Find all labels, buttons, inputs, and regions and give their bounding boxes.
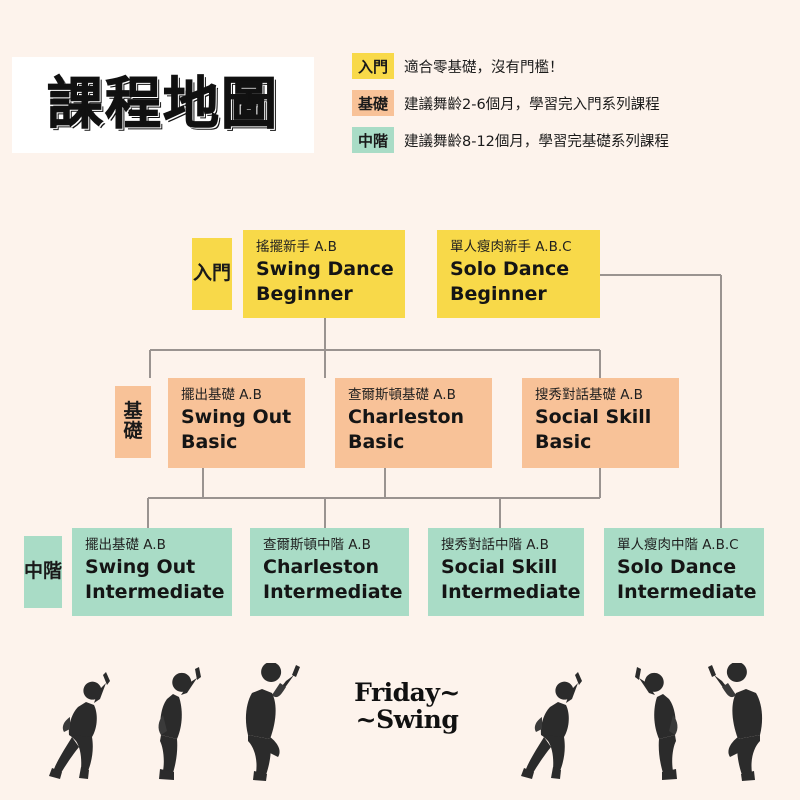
course-box-swing-dance-beginner[interactable]: 搖擺新手 A.B Swing Dance Beginner <box>243 230 405 318</box>
dancer-silhouette-side <box>158 667 201 780</box>
course-en-line1: Social Skill <box>441 555 558 578</box>
course-en-line2: Intermediate <box>441 580 581 603</box>
course-en-line2: Beginner <box>450 282 547 305</box>
legend-item-entry: 入門 適合零基礎，沒有門檻！ <box>352 50 772 82</box>
legend-item-intermediate: 中階 建議舞齡8-12個月，學習完基礎系列課程 <box>352 124 772 156</box>
course-en-line2: Basic <box>535 430 592 453</box>
dancer-silhouette-leg-up <box>245 663 300 781</box>
tier-label-intermediate: 中階 <box>24 536 62 608</box>
course-zh-label: 單人瘦肉新手 A.B.C <box>450 239 572 255</box>
tier-label-entry: 入門 <box>192 238 232 310</box>
course-box-swing-out-intermediate[interactable]: 擺出基礎 A.B Swing Out Intermediate <box>72 528 232 616</box>
course-box-social-skill-intermediate[interactable]: 搜秀對話中階 A.B Social Skill Intermediate <box>428 528 584 616</box>
course-en-line2: Beginner <box>256 282 353 305</box>
course-en-line1: Solo Dance <box>450 257 570 280</box>
course-zh-label: 擺出基礎 A.B <box>85 537 166 553</box>
legend-chip-entry: 入門 <box>352 53 394 79</box>
course-box-social-skill-basic[interactable]: 搜秀對話基礎 A.B Social Skill Basic <box>522 378 679 468</box>
course-zh-label: 查爾斯頓基礎 A.B <box>348 387 456 403</box>
course-en-line1: Social Skill <box>535 405 652 428</box>
legend-desc-intermediate: 建議舞齡8-12個月，學習完基礎系列課程 <box>404 133 669 150</box>
course-en-line1: Charleston <box>263 555 380 578</box>
course-en-line1: Swing Out <box>181 405 292 428</box>
legend-desc-entry: 適合零基礎，沒有門檻！ <box>404 59 564 76</box>
course-en-line1: Swing Out <box>85 555 196 578</box>
page-title: 課程地圖 <box>47 72 279 137</box>
course-zh-label: 擺出基礎 A.B <box>181 387 262 403</box>
course-box-solo-dance-beginner[interactable]: 單人瘦肉新手 A.B.C Solo Dance Beginner <box>437 230 600 318</box>
course-box-solo-dance-intermediate[interactable]: 單人瘦肉中階 A.B.C Solo Dance Intermediate <box>604 528 764 616</box>
course-zh-label: 搜秀對話中階 A.B <box>441 537 549 553</box>
tier-label-basic: 基礎 <box>115 386 151 458</box>
title-card: 課程地圖 <box>12 57 314 153</box>
course-en-line2: Intermediate <box>617 580 757 603</box>
dancer-silhouette-leg-up-mirrored <box>708 663 763 781</box>
course-box-charleston-basic[interactable]: 查爾斯頓基礎 A.B Charleston Basic <box>335 378 492 468</box>
course-zh-label: 搜秀對話基礎 A.B <box>535 387 643 403</box>
brand-line-1: Friday~ <box>354 678 460 707</box>
course-en-line2: Basic <box>348 430 405 453</box>
footer: Friday~ ~Swing <box>0 645 800 785</box>
legend-item-basic: 基礎 建議舞齡2-6個月，學習完入門系列課程 <box>352 87 772 119</box>
course-zh-label: 查爾斯頓中階 A.B <box>263 537 371 553</box>
course-en-line2: Intermediate <box>263 580 403 603</box>
course-en-line1: Solo Dance <box>617 555 737 578</box>
legend-chip-intermediate: 中階 <box>352 127 394 153</box>
legend: 入門 適合零基礎，沒有門檻！ 基礎 建議舞齡2-6個月，學習完入門系列課程 中階… <box>352 50 772 161</box>
brand-line-2: ~Swing <box>355 705 459 734</box>
course-en-line2: Intermediate <box>85 580 225 603</box>
dancer-silhouette-walk-right <box>521 672 582 779</box>
course-en-line2: Basic <box>181 430 238 453</box>
legend-chip-basic: 基礎 <box>352 90 394 116</box>
course-zh-label: 搖擺新手 A.B <box>256 239 337 255</box>
course-en-line1: Charleston <box>348 405 465 428</box>
course-box-swing-out-basic[interactable]: 擺出基礎 A.B Swing Out Basic <box>168 378 305 468</box>
course-en-line1: Swing Dance <box>256 257 394 280</box>
course-zh-label: 單人瘦肉中階 A.B.C <box>617 537 739 553</box>
brand-logo: Friday~ ~Swing <box>352 680 462 732</box>
dancer-silhouette-walk-left <box>49 672 110 779</box>
dancer-silhouette-side-mirrored <box>635 667 678 780</box>
course-box-charleston-intermediate[interactable]: 查爾斯頓中階 A.B Charleston Intermediate <box>250 528 409 616</box>
legend-desc-basic: 建議舞齡2-6個月，學習完入門系列課程 <box>404 96 660 113</box>
